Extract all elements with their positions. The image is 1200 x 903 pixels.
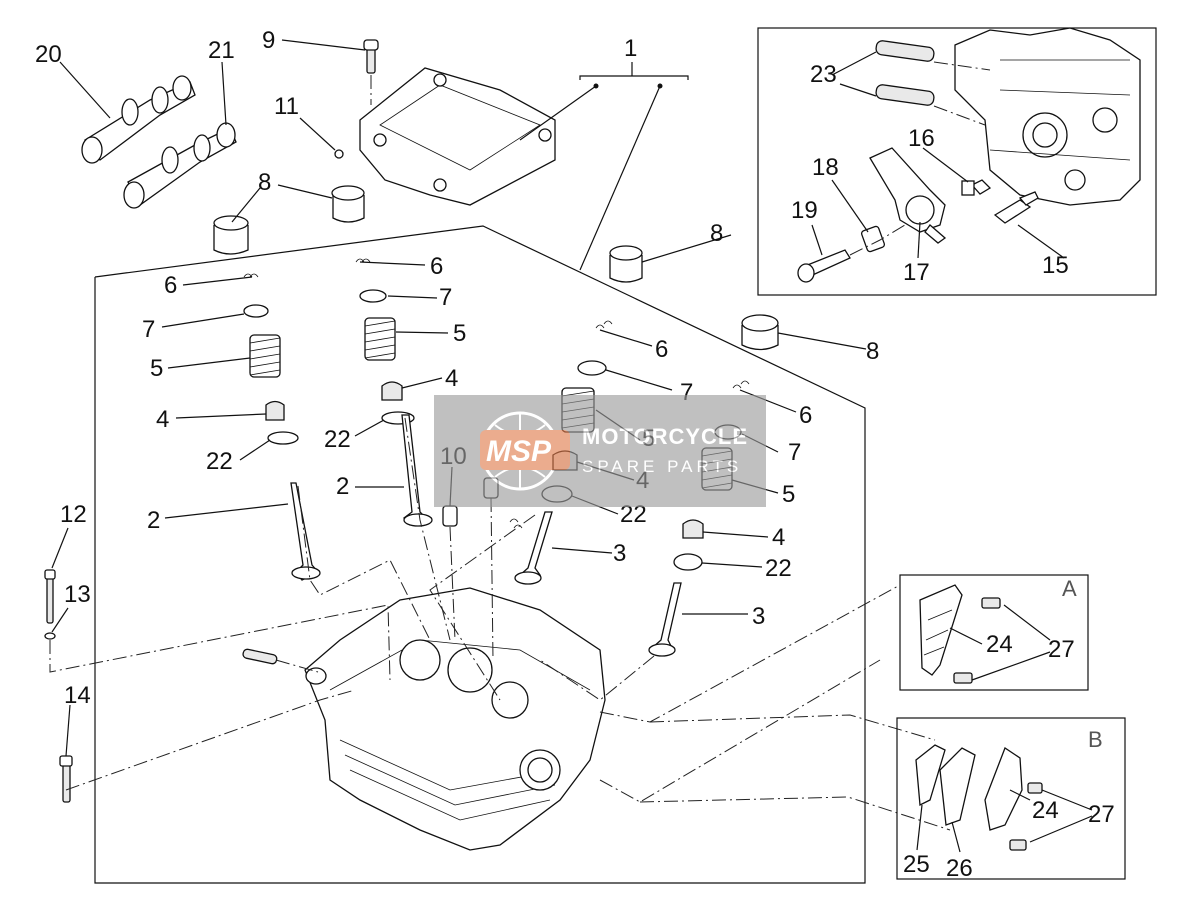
callout-21: 21 (208, 37, 235, 64)
callout-2: 2 (147, 507, 160, 534)
callout-6: 6 (799, 402, 812, 429)
tappet-8a (213, 215, 249, 255)
callout-6: 6 (430, 253, 443, 280)
callout-24: 24 (1032, 797, 1059, 824)
callout-4: 4 (156, 406, 169, 433)
assembly-lines (49, 417, 951, 831)
callout-3: 3 (752, 603, 765, 630)
callout-8: 8 (710, 220, 723, 247)
callout-7: 7 (788, 439, 801, 466)
callout-7: 7 (439, 284, 452, 311)
inset-b-box: B (896, 717, 1126, 880)
callout-labels: 1 20 21 9 11 8 8 8 6 6 6 6 7 7 7 7 5 5 5… (35, 27, 1115, 882)
callout-12: 12 (60, 501, 87, 528)
callout-26: 26 (946, 855, 973, 882)
callout-4: 4 (445, 365, 458, 392)
callout-8: 8 (258, 169, 271, 196)
callout-2: 2 (336, 473, 349, 500)
callout-4: 4 (772, 524, 785, 551)
watermark-line2: SPARE PARTS (582, 457, 742, 476)
inset-a-letter: A (1062, 576, 1077, 601)
callout-19: 19 (791, 197, 818, 224)
callout-5: 5 (453, 320, 466, 347)
callout-15: 15 (1042, 252, 1069, 279)
callout-23: 23 (810, 61, 837, 88)
tappet-8d (741, 314, 779, 351)
inset-a-box: A (899, 574, 1089, 691)
callout-3: 3 (613, 540, 626, 567)
cam-carrier (334, 39, 556, 206)
callout-5: 5 (150, 355, 163, 382)
watermark: MSP MOTORCYCLE SPARE PARTS (434, 395, 766, 507)
callout-8: 8 (866, 338, 879, 365)
main-assembly-frame (94, 225, 866, 884)
callout-27: 27 (1048, 636, 1075, 663)
callout-7: 7 (142, 316, 155, 343)
callout-22: 22 (324, 426, 351, 453)
callout-25: 25 (903, 851, 930, 878)
callout-1: 1 (624, 35, 637, 62)
callout-9: 9 (262, 27, 275, 54)
tappet-8c (609, 245, 643, 283)
camshaft-20 (81, 75, 196, 164)
callout-18: 18 (812, 154, 839, 181)
callout-17: 17 (903, 259, 930, 286)
callout-22: 22 (206, 448, 233, 475)
callout-6: 6 (655, 336, 668, 363)
camshaft-21 (123, 122, 237, 209)
callout-14: 14 (64, 682, 91, 709)
callout-24: 24 (986, 631, 1013, 658)
inset-thermostat-box (757, 27, 1157, 296)
callout-11: 11 (274, 93, 299, 120)
watermark-logo: MSP (486, 435, 552, 468)
callout-20: 20 (35, 41, 62, 68)
cylinder-head (44, 569, 606, 851)
callout-5: 5 (782, 481, 795, 508)
inset-b-letter: B (1088, 727, 1103, 752)
callout-22: 22 (765, 555, 792, 582)
callout-13: 13 (64, 581, 91, 608)
callout-16: 16 (908, 125, 935, 152)
callout-27: 27 (1088, 801, 1115, 828)
tappet-8b (331, 185, 365, 223)
watermark-line1: MOTORCYCLE (582, 424, 748, 449)
callout-6: 6 (164, 272, 177, 299)
